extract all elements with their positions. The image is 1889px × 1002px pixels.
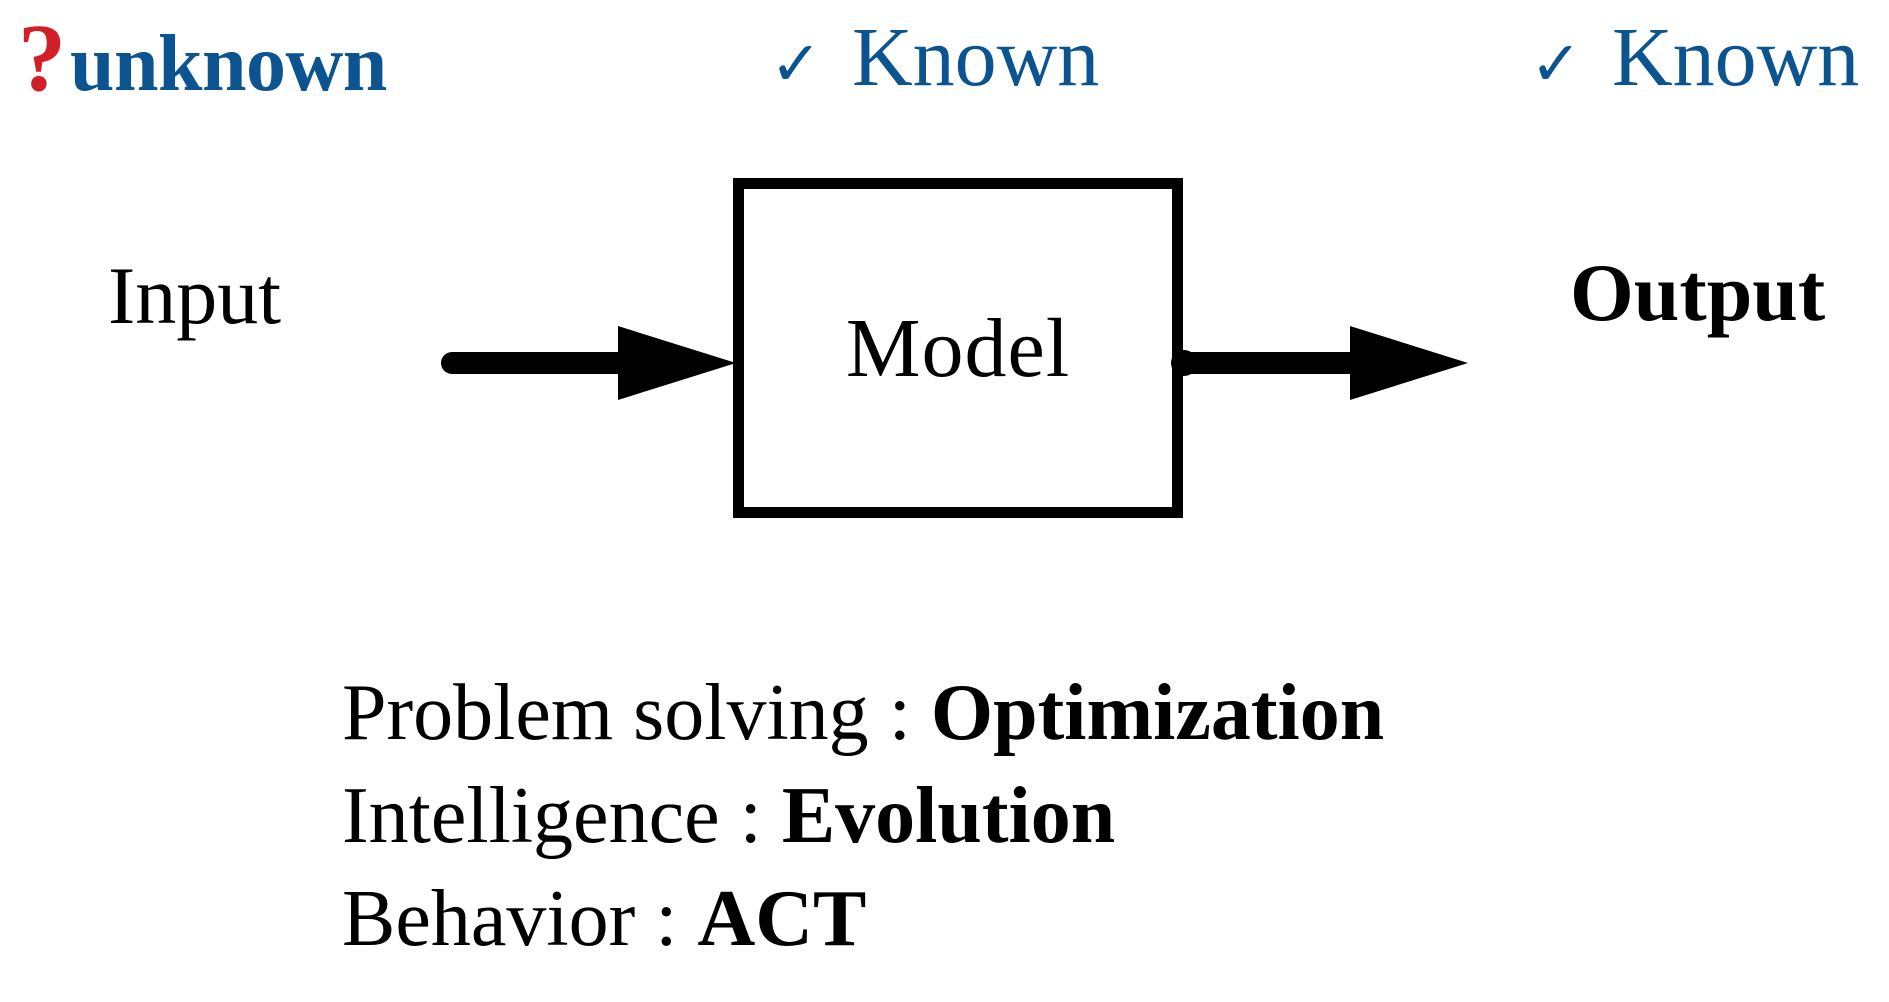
input-label: Input xyxy=(108,250,282,341)
mapping-row: Intelligence : Evolution xyxy=(342,765,1384,868)
mapping-list: Problem solving : Optimization Intellige… xyxy=(342,662,1384,971)
output-arrow-glyph xyxy=(1171,326,1468,400)
status-label-text-unknown: unknown xyxy=(70,20,387,108)
mapping-row: Problem solving : Optimization xyxy=(342,662,1384,765)
mapping-row: Behavior : ACT xyxy=(342,868,1384,971)
status-label-output-known: ✓ Known xyxy=(1530,16,1859,100)
input-arrow-glyph xyxy=(441,326,736,400)
mapping-separator: : xyxy=(739,772,782,860)
input-arrow xyxy=(440,318,740,408)
mapping-separator: : xyxy=(655,875,698,963)
model-box-label: Model xyxy=(845,301,1071,395)
mapping-value: ACT xyxy=(697,875,867,963)
check-mark-icon: ✓ xyxy=(770,27,822,100)
mapping-key: Problem solving xyxy=(342,669,869,757)
mapping-key: Intelligence xyxy=(342,772,720,860)
mapping-value: Evolution xyxy=(781,772,1116,860)
mapping-value: Optimization xyxy=(930,669,1385,757)
mapping-separator: : xyxy=(888,669,931,757)
output-label: Output xyxy=(1570,247,1826,338)
question-mark-icon: ? xyxy=(18,4,66,111)
status-label-text-known-model: Known xyxy=(851,11,1100,104)
status-label-model-known: ✓ Known xyxy=(770,16,1099,100)
status-label-text-known-output: Known xyxy=(1611,11,1860,104)
mapping-key: Behavior xyxy=(342,875,636,963)
output-arrow xyxy=(1171,318,1472,408)
status-label-input-unknown: ? unknown xyxy=(18,10,387,106)
model-box: Model xyxy=(733,178,1183,518)
check-mark-icon: ✓ xyxy=(1530,27,1582,100)
